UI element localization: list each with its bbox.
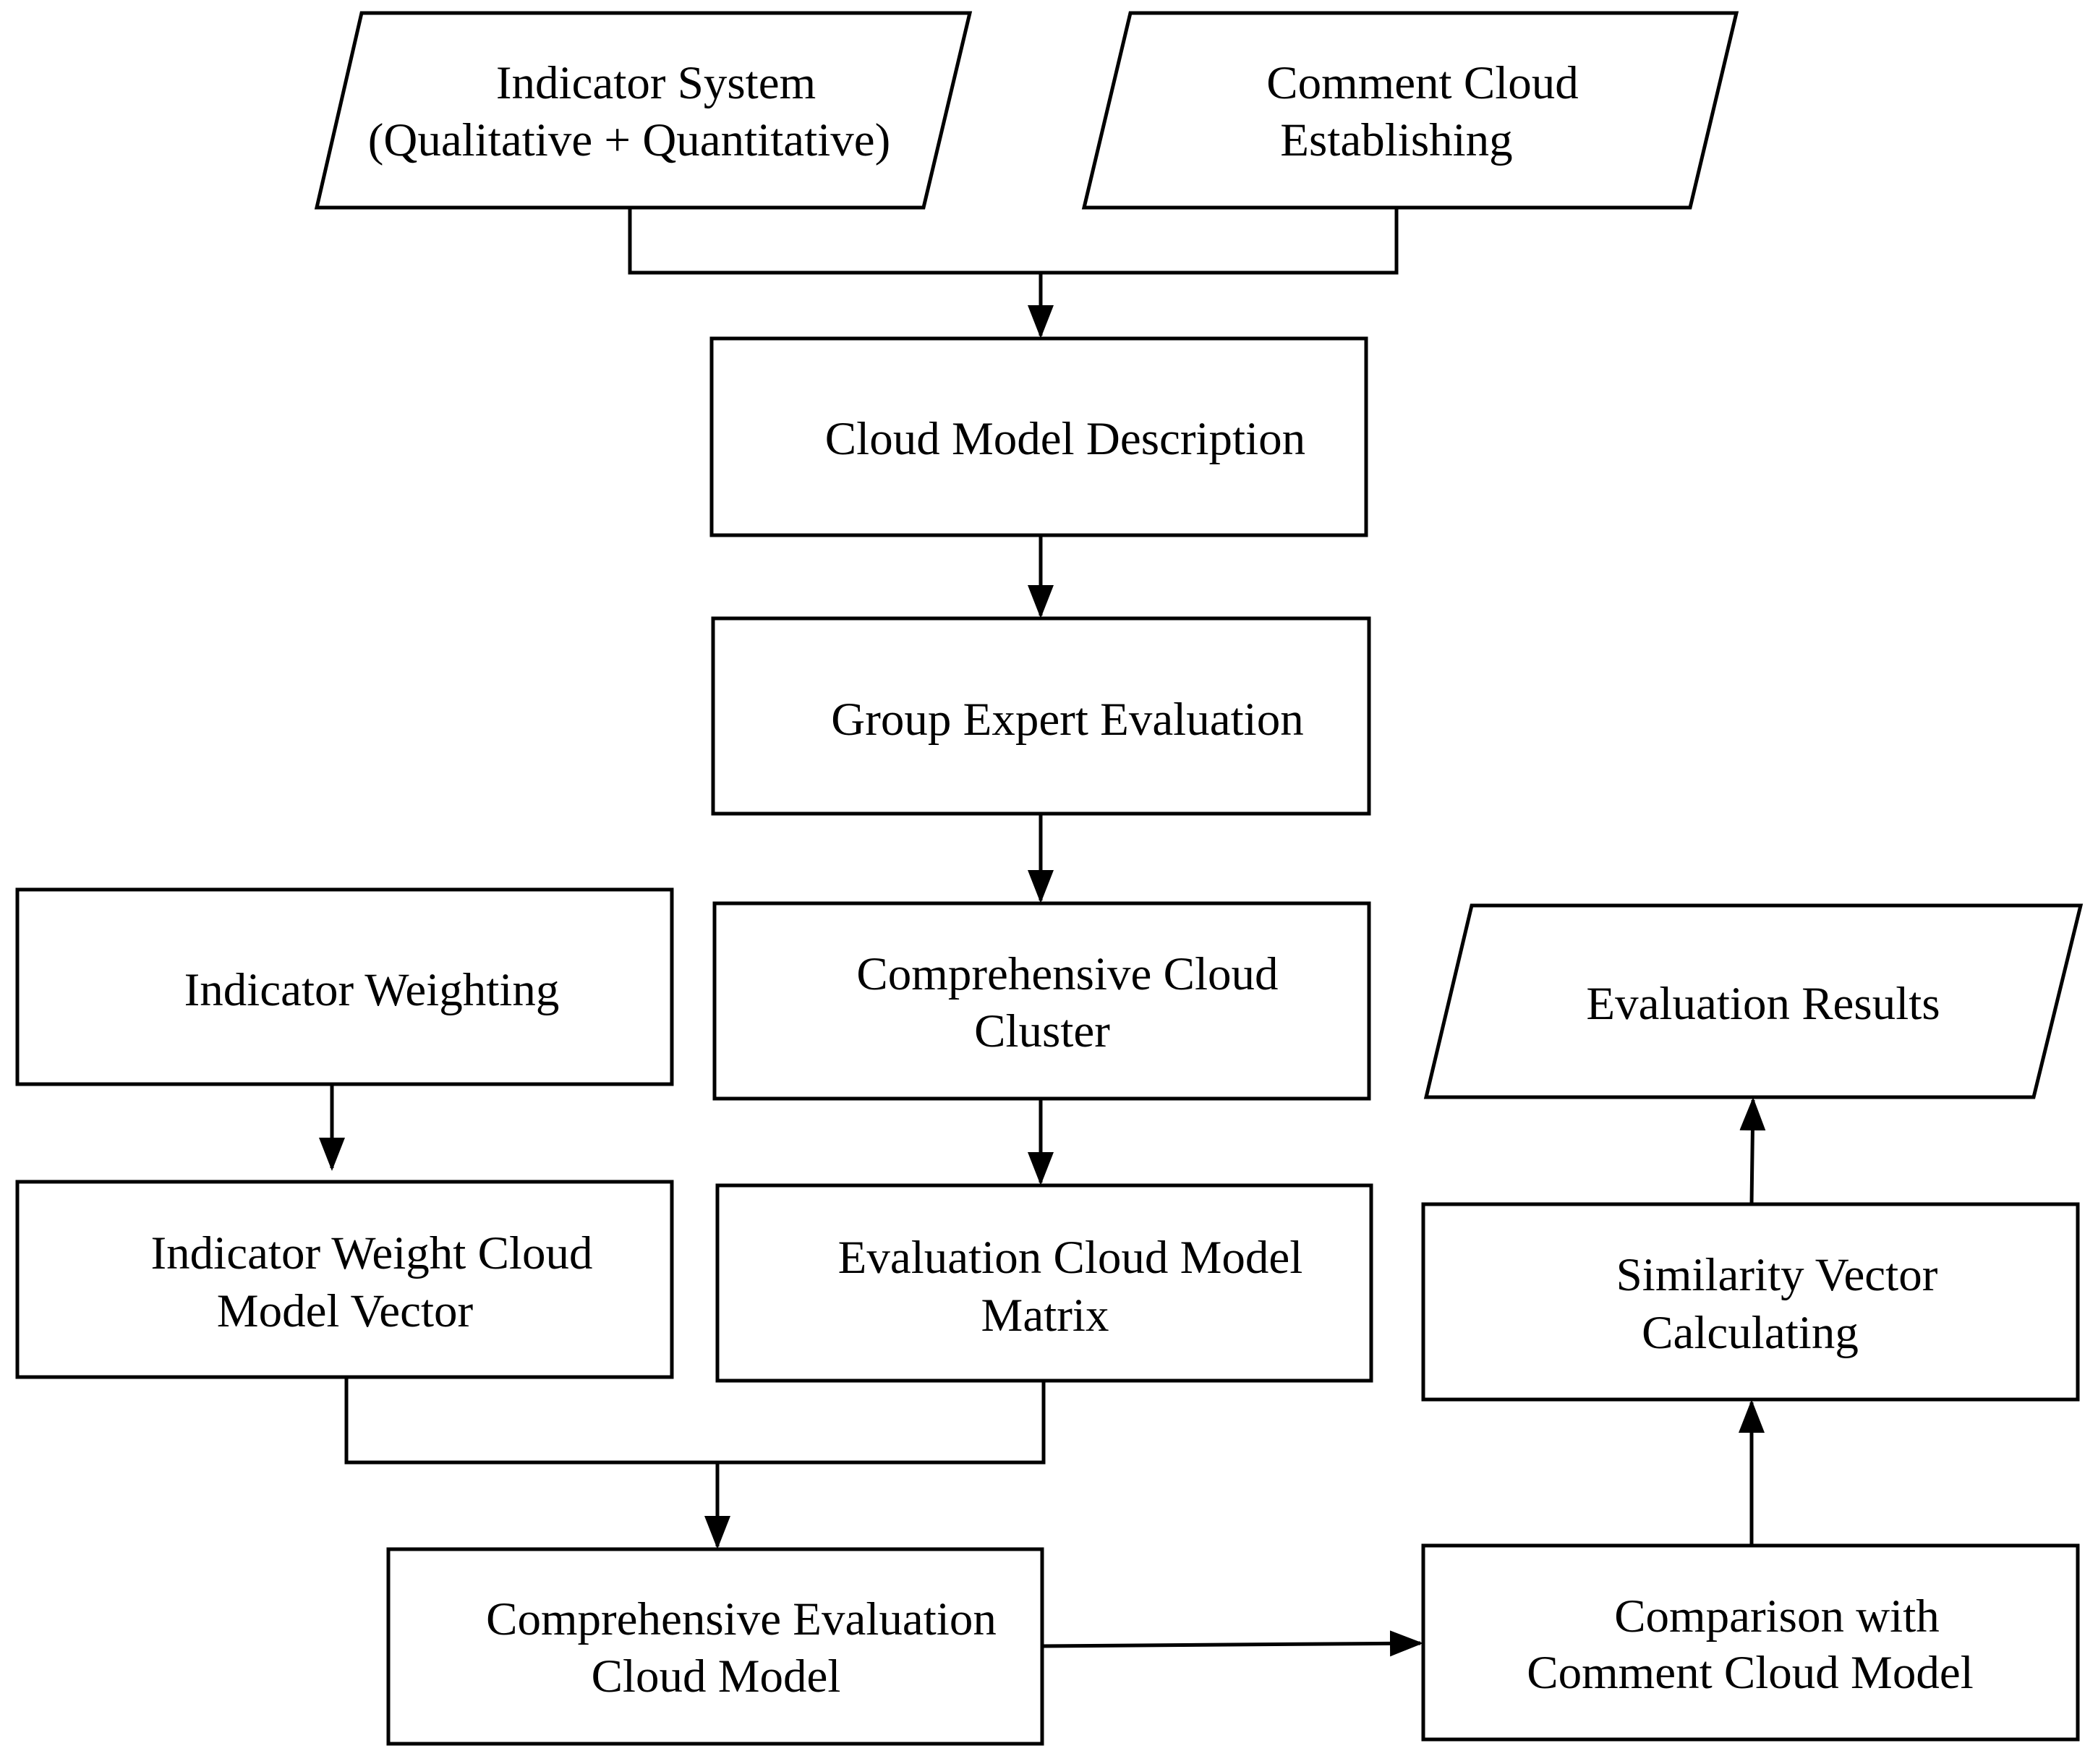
cloud-model-description-label: Cloud Model Description [825,413,1305,465]
indicator-weighting-shape [15,887,674,1086]
comprehensive-evaluation-cloud-model-shape [386,1547,1044,1746]
comment-cloud-establishing-label-line-2: Establishing [1280,114,1512,166]
arrow-to-comparison-with-comment-cloud-model [1041,1630,1423,1657]
evaluation-results-label: Evaluation Results [1586,978,1940,1030]
weight-matrix-merge-connector [344,1377,1046,1465]
comparison-with-comment-cloud-model-shape [1421,1543,2080,1742]
comment-cloud-establishing-label-line-1: Comment Cloud [1266,57,1579,109]
similarity-vector-calculating-label-line-1: Similarity Vector [1616,1249,1938,1301]
indicator-weighting-node: Indicator Weighting [15,887,674,1086]
indicator-system-label-line-1: Indicator System [496,57,816,109]
evaluation-results-node: Evaluation Results [1423,903,2084,1099]
inputs-merge-connector [628,208,1399,275]
comprehensive-cloud-cluster-shape [712,901,1371,1101]
evaluation-results-shape [1423,903,2084,1099]
indicator-weight-cloud-model-vector-label-line-2: Model Vector [217,1285,474,1337]
comprehensive-evaluation-cloud-model-label-line-1: Comprehensive Evaluation [486,1593,997,1645]
indicator-weight-cloud-model-vector-node: Indicator Weight Cloud Model Vector [15,1180,674,1379]
arrow-to-evaluation-results [1739,1097,1766,1205]
comprehensive-evaluation-cloud-model-node: Comprehensive Evaluation Cloud Model [386,1547,1044,1746]
indicator-weight-cloud-model-vector-label-line-1: Indicator Weight Cloud [151,1227,593,1279]
similarity-vector-calculating-node: Similarity Vector Calculating [1421,1202,2080,1402]
comparison-with-comment-cloud-model-node: Comparison with Comment Cloud Model [1421,1543,2080,1742]
comparison-with-comment-cloud-model-label-line-2: Comment Cloud Model [1527,1647,1974,1699]
indicator-weight-cloud-model-vector-shape [15,1180,674,1379]
cloud-model-description-node: Cloud Model Description [709,336,1368,537]
group-expert-evaluation-node: Group Expert Evaluation [711,616,1371,816]
indicator-system-node: Indicator System (Qualitative + Quantita… [314,11,973,210]
group-expert-evaluation-shape [711,616,1371,816]
indicator-system-shape [314,11,973,210]
evaluation-cloud-model-matrix-shape [715,1183,1373,1383]
comprehensive-evaluation-cloud-model-label-line-2: Cloud Model [592,1650,841,1703]
evaluation-cloud-model-matrix-label-line-1: Evaluation Cloud Model [838,1232,1303,1284]
comment-cloud-establishing-shape [1081,11,1739,210]
similarity-vector-calculating-shape [1421,1202,2080,1402]
indicator-system-label-line-2: (Qualitative + Quantitative) [368,114,891,166]
similarity-vector-calculating-label-line-2: Calculating [1642,1307,1859,1359]
evaluation-cloud-model-matrix-label-line-2: Matrix [981,1290,1109,1342]
indicator-weighting-label: Indicator Weighting [184,964,560,1016]
evaluation-cloud-model-matrix-node: Evaluation Cloud Model Matrix [715,1183,1373,1383]
comparison-with-comment-cloud-model-label-line-1: Comparison with [1614,1590,1940,1642]
comprehensive-cloud-cluster-label-line-1: Comprehensive Cloud [856,948,1278,1000]
group-expert-evaluation-label: Group Expert Evaluation [831,694,1303,746]
comprehensive-cloud-cluster-node: Comprehensive Cloud Cluster [712,901,1371,1101]
comment-cloud-establishing-node: Comment Cloud Establishing [1081,11,1739,210]
comprehensive-cloud-cluster-label-line-2: Cluster [974,1005,1110,1057]
